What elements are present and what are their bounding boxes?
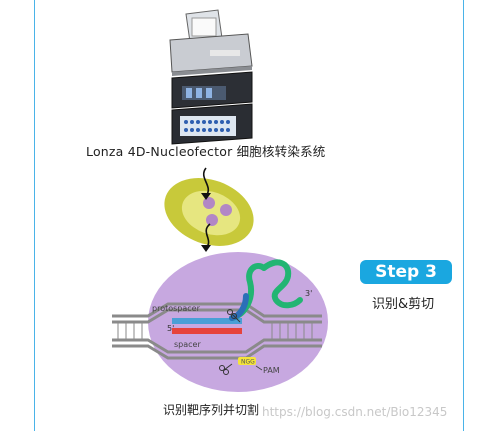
right-frame-line xyxy=(463,0,464,431)
spacer-label: spacer xyxy=(174,340,201,349)
protospacer-label: protospacer xyxy=(152,304,200,313)
five-prime-label: 5' xyxy=(167,324,175,333)
pam-label: PAM xyxy=(263,366,280,375)
cell-diagram xyxy=(164,167,254,252)
svg-text:NGG: NGG xyxy=(241,359,255,366)
device-caption: Lonza 4D-Nucleofector 细胞核转染系统 xyxy=(86,144,326,159)
three-prime-label: 3' xyxy=(305,289,313,298)
nucleofector-device xyxy=(169,9,253,145)
watermark: https://blog.csdn.net/Bio12345 xyxy=(262,405,448,419)
left-frame-line xyxy=(34,0,35,431)
diagram-caption: 识别靶序列并切割 xyxy=(163,403,260,417)
step-badge: Step 3 xyxy=(360,260,452,284)
step-caption: 识别&剪切 xyxy=(372,297,435,312)
cas9-cutting-diagram: NGG xyxy=(112,252,328,392)
